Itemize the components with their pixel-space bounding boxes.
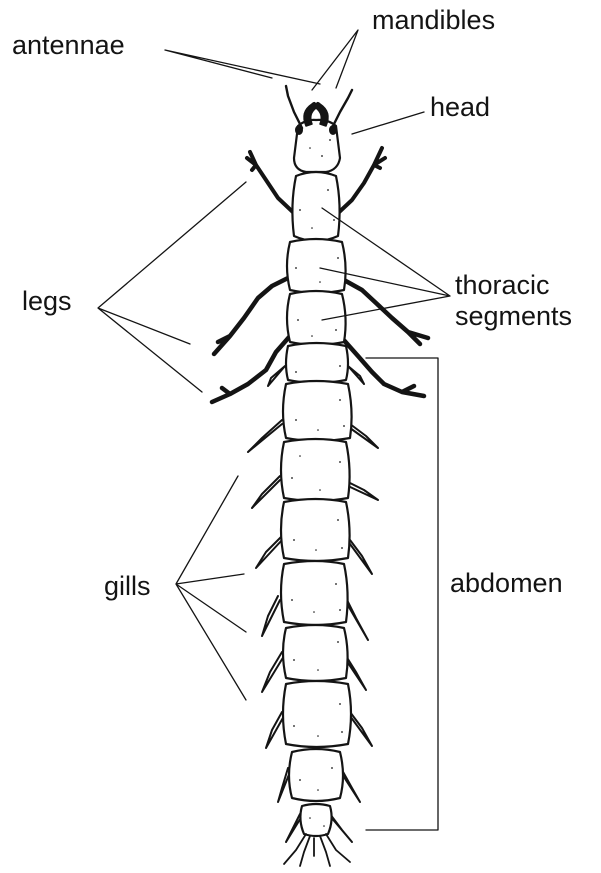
eye-right — [329, 125, 337, 135]
label-legs: legs — [22, 286, 72, 317]
label-thoracic-segments: thoracic segments — [455, 270, 572, 332]
abdomen-segment-4 — [281, 499, 350, 561]
thorax-segment-1 — [292, 172, 339, 241]
label-thoracic-line2: segments — [455, 301, 572, 332]
label-gills: gills — [104, 571, 151, 602]
leader-mandibles — [312, 30, 358, 90]
abdomen-segment-9 — [300, 804, 331, 836]
leg-right-3 — [342, 338, 424, 396]
leg-right-1 — [336, 148, 385, 215]
leader-antennae — [165, 50, 320, 84]
leg-left-1 — [247, 152, 296, 215]
abdomen-segment-5 — [281, 561, 348, 625]
leader-gills — [176, 476, 246, 700]
label-antennae: antennae — [12, 30, 125, 61]
eye-left — [295, 125, 303, 135]
abdomen-segment-8 — [289, 749, 343, 801]
label-thoracic-line1: thoracic — [455, 270, 572, 301]
label-head: head — [430, 92, 490, 123]
abdomen-segment-6 — [283, 625, 348, 681]
leader-legs — [98, 182, 246, 392]
tail-cerci — [284, 834, 350, 866]
antenna-right — [332, 90, 352, 128]
leg-right-2 — [344, 280, 428, 344]
leg-left-2 — [214, 278, 288, 354]
label-abdomen: abdomen — [450, 568, 563, 599]
label-mandibles: mandibles — [372, 5, 495, 36]
thorax-segment-2 — [287, 239, 346, 293]
abdomen-bracket — [366, 358, 438, 830]
abdomen-segment-7 — [283, 681, 351, 747]
abdomen-segment-2 — [283, 381, 352, 441]
thorax-segment-3 — [287, 291, 346, 345]
abdomen-segment-1 — [286, 343, 348, 383]
abdomen-segment-3 — [281, 439, 350, 501]
leader-head — [352, 112, 424, 134]
antenna-left — [286, 86, 302, 128]
